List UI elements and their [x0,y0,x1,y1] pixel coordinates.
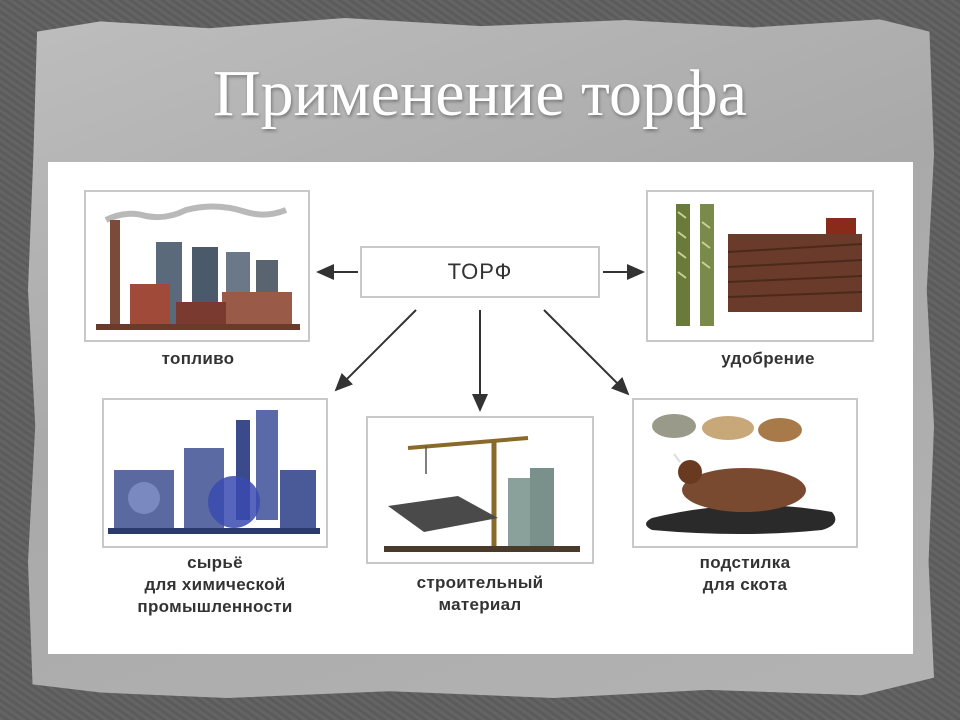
center-node-peat: ТОРФ [360,246,600,298]
arrow-to-chemistry [334,309,417,392]
diagram-panel: ТОРФ топливо удобрение [48,162,913,654]
caption-chemistry-line2: для химической [144,575,286,594]
litter-image-box [632,398,858,548]
caption-chemistry-line1: сырьё [187,553,243,572]
caption-litter-line2: для скота [702,575,788,594]
fuel-image-box [84,190,310,342]
caption-building-line2: материал [438,595,522,614]
caption-building-line1: строительный [416,573,544,592]
cows-illustration [646,414,836,534]
chemistry-image-box [102,398,328,548]
caption-building: строительный материал [364,572,596,616]
caption-litter: подстилка для скота [630,552,860,596]
arrow-to-litter [543,309,630,396]
caption-fertilizer: удобрение [721,349,815,368]
building-image-box [366,416,594,564]
slide-title: Применение торфа [212,57,748,130]
factory-illustration [96,203,300,330]
caption-litter-line1: подстилка [699,553,791,572]
caption-chemistry-line3: промышленности [137,597,293,616]
field-illustration [676,204,863,326]
caption-fuel: топливо [161,349,235,368]
flasks-illustration [108,410,320,534]
fertilizer-image-box [646,190,874,342]
crane-illustration [384,436,580,552]
caption-chemistry: сырьё для химической промышленности [92,552,338,618]
arrows-layer [316,264,645,412]
